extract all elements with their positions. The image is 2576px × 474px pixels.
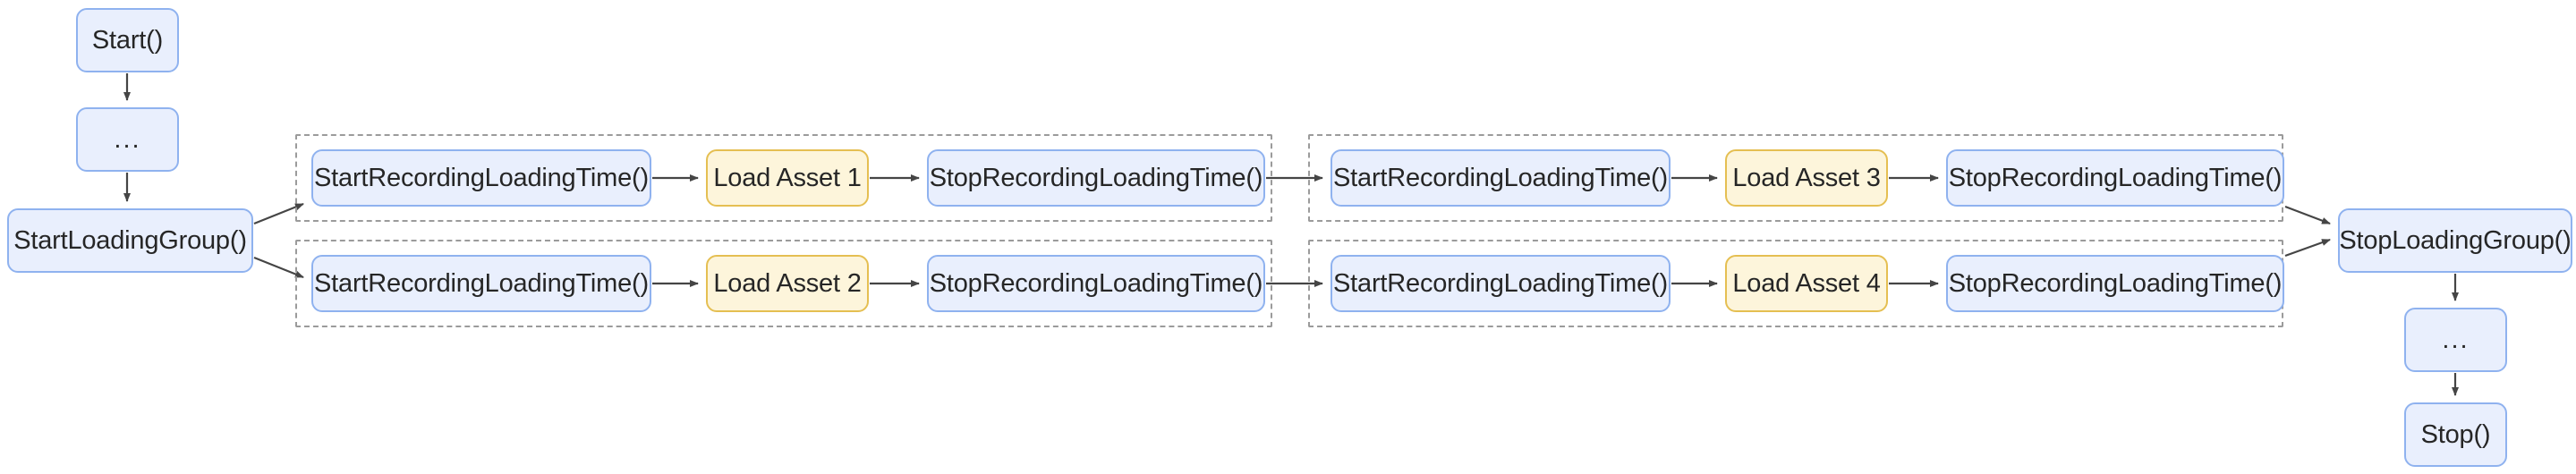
node-g1r1-start-recording[interactable]: StartRecordingLoadingTime()	[311, 149, 651, 207]
node-start-label: Start()	[91, 25, 164, 55]
node-g1r2-start-recording-label: StartRecordingLoadingTime()	[314, 268, 649, 298]
node-g1r1-stop-recording-label: StopRecordingLoadingTime()	[929, 163, 1263, 192]
node-stop[interactable]: Stop()	[2404, 402, 2507, 467]
node-g2r2-start-recording[interactable]: StartRecordingLoadingTime()	[1331, 255, 1671, 312]
node-g2r2-load-asset-label: Load Asset 4	[1732, 268, 1881, 298]
node-ellipsis-before-label: ...	[114, 124, 141, 154]
node-g2r2-start-recording-label: StartRecordingLoadingTime()	[1333, 268, 1668, 298]
node-g2r1-start-recording-label: StartRecordingLoadingTime()	[1333, 163, 1668, 192]
node-start-loading-group-label: StartLoadingGroup()	[13, 225, 247, 255]
node-g2r2-stop-recording-label: StopRecordingLoadingTime()	[1948, 268, 2283, 298]
node-g1r2-stop-recording-label: StopRecordingLoadingTime()	[929, 268, 1263, 298]
node-ellipsis-after-label: ...	[2442, 325, 2470, 354]
node-g2r1-stop-recording-label: StopRecordingLoadingTime()	[1948, 163, 2283, 192]
node-stop-label: Stop()	[2420, 419, 2491, 449]
node-g1r1-stop-recording[interactable]: StopRecordingLoadingTime()	[927, 149, 1265, 207]
node-ellipsis-after[interactable]: ...	[2404, 308, 2507, 372]
node-g2r2-load-asset[interactable]: Load Asset 4	[1725, 255, 1888, 312]
node-g1r2-load-asset[interactable]: Load Asset 2	[706, 255, 869, 312]
node-g2r1-start-recording[interactable]: StartRecordingLoadingTime()	[1331, 149, 1671, 207]
node-g1r1-start-recording-label: StartRecordingLoadingTime()	[314, 163, 649, 192]
node-g1r1-load-asset[interactable]: Load Asset 1	[706, 149, 869, 207]
subgraph-group-1-row-2	[295, 240, 1272, 327]
node-g2r1-load-asset[interactable]: Load Asset 3	[1725, 149, 1888, 207]
node-g2r1-load-asset-label: Load Asset 3	[1732, 163, 1881, 192]
node-stop-loading-group[interactable]: StopLoadingGroup()	[2338, 208, 2572, 273]
node-g2r1-stop-recording[interactable]: StopRecordingLoadingTime()	[1946, 149, 2284, 207]
node-g1r1-load-asset-label: Load Asset 1	[713, 163, 862, 192]
node-stop-loading-group-label: StopLoadingGroup()	[2339, 225, 2572, 255]
subgraph-group-1-row-1	[295, 134, 1272, 222]
edge-g2r2-to-stoploadinggroup	[2284, 238, 2331, 258]
node-g2r2-stop-recording[interactable]: StopRecordingLoadingTime()	[1946, 255, 2284, 312]
node-start[interactable]: Start()	[76, 8, 179, 72]
node-start-loading-group[interactable]: StartLoadingGroup()	[7, 208, 253, 273]
edge-g2r1-to-stoploadinggroup	[2284, 205, 2331, 225]
node-ellipsis-before[interactable]: ...	[76, 107, 179, 172]
node-g1r2-start-recording[interactable]: StartRecordingLoadingTime()	[311, 255, 651, 312]
node-g1r2-stop-recording[interactable]: StopRecordingLoadingTime()	[927, 255, 1265, 312]
node-g1r2-load-asset-label: Load Asset 2	[713, 268, 862, 298]
